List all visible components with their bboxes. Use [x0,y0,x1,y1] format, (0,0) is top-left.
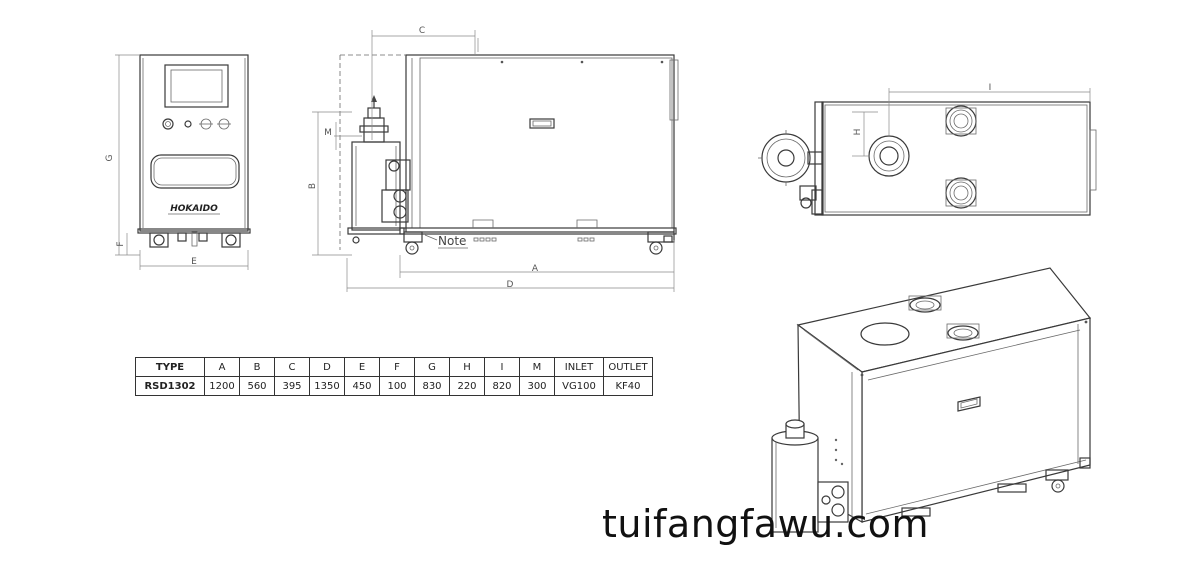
cell-i: 820 [484,376,520,396]
header-f: F [379,357,415,377]
cell-e: 450 [344,376,380,396]
header-d: D [309,357,345,377]
iso-connectors [817,481,849,523]
top-tank-flange [758,130,823,186]
iso-top-opening [860,322,910,346]
header-b: B [239,357,275,377]
cell-f: 100 [379,376,415,396]
control-knobs [162,118,231,130]
side-wheels [403,231,675,255]
iso-side-dots [834,438,844,466]
svg-text:M: M [324,128,332,138]
iso-nameplate [957,396,981,412]
svg-text:G: G [105,154,115,161]
svg-text:F: F [116,241,126,246]
spec-table-header-row: TYPE A B C D E F G H I M INLET OUTLET [135,357,653,377]
iso-top-ports [908,295,980,341]
side-view: Note C B M A D [308,26,679,292]
header-m: M [519,357,555,377]
cell-a: 1200 [204,376,240,396]
header-inlet: INLET [554,357,604,377]
top-connectors [799,185,823,215]
svg-text:C: C [419,26,425,36]
cell-g: 830 [414,376,450,396]
vent-panel [150,154,240,189]
side-dimensions: C B M A D [308,26,675,292]
cell-outlet: KF40 [603,376,653,396]
header-outlet: OUTLET [603,357,653,377]
isometric-view [771,267,1092,533]
inlet-port [868,135,910,177]
side-tank [347,95,405,244]
control-screen [164,64,229,108]
brand-logo: HOKAIDO [168,204,220,215]
side-connectors [381,159,411,223]
cell-m: 300 [519,376,555,396]
iso-wheels [901,457,1091,517]
svg-text:I: I [989,83,992,93]
top-rivets [500,60,664,64]
vent-slots [473,237,595,242]
svg-text:HOKAIDO: HOKAIDO [170,204,218,214]
header-type: TYPE [135,357,205,377]
header-a: A [204,357,240,377]
exhaust-port-upper [945,105,977,137]
cell-c: 395 [274,376,310,396]
cell-d: 1350 [309,376,345,396]
iso-tank [771,419,819,533]
header-h: H [449,357,485,377]
top-dimensions: I H [852,83,1091,157]
svg-text:H: H [853,129,863,136]
cell-type: RSD1302 [135,376,205,396]
header-i: I [484,357,520,377]
top-view: I H [758,83,1097,216]
nameplate [529,118,555,129]
note-callout: Note [424,234,468,249]
svg-text:A: A [532,264,539,274]
watermark: tuifangfawu.com [602,502,929,546]
table-row: RSD1302 1200 560 395 1350 450 100 830 22… [135,376,653,396]
header-e: E [344,357,380,377]
svg-text:D: D [507,280,514,290]
front-feet [149,231,241,248]
cell-b: 560 [239,376,275,396]
exhaust-port-lower [945,177,977,209]
svg-text:E: E [191,257,197,267]
cell-inlet: VG100 [554,376,604,396]
header-g: G [414,357,450,377]
front-dimensions: G F E [105,54,249,270]
cell-h: 220 [449,376,485,396]
header-c: C [274,357,310,377]
spec-table: TYPE A B C D E F G H I M INLET OUTLET RS… [135,357,653,396]
svg-text:B: B [308,183,318,189]
front-view: HOKAIDO G F E [105,54,251,270]
svg-text:Note: Note [438,234,466,248]
